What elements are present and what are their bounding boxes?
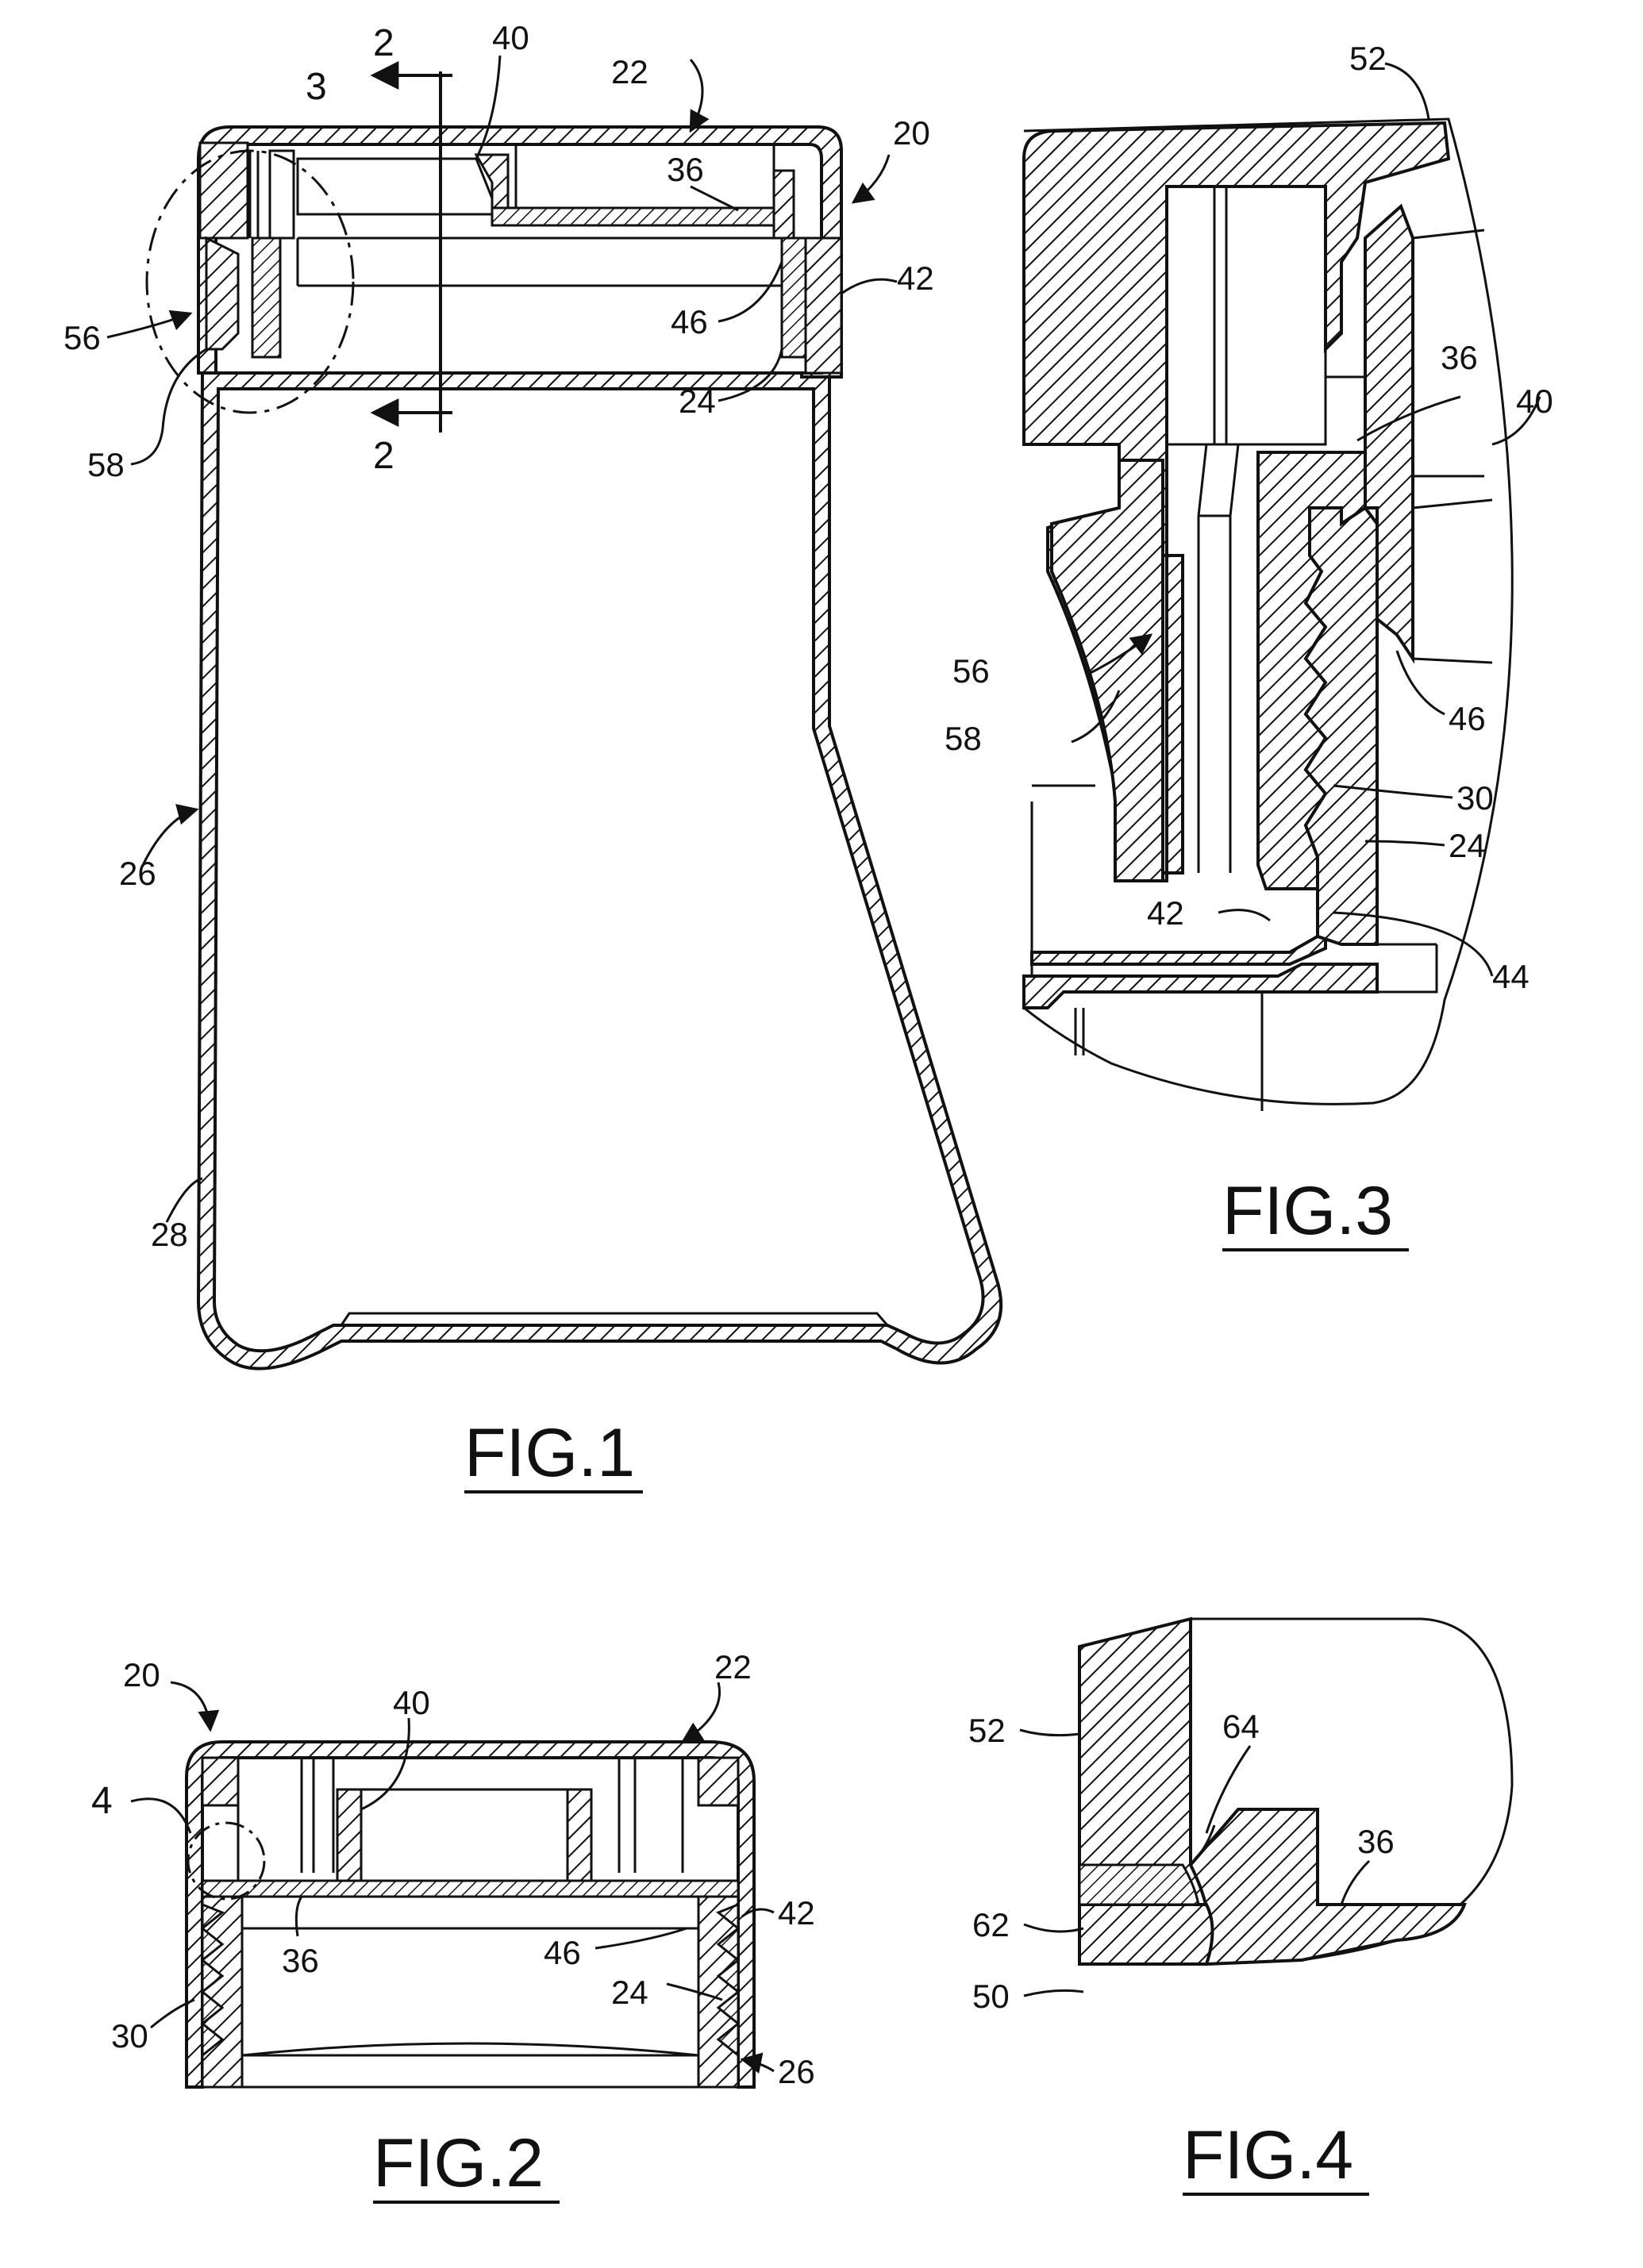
leader-36 bbox=[1341, 1861, 1369, 1905]
label-44: 44 bbox=[1492, 958, 1529, 995]
channel-rect bbox=[1167, 186, 1326, 444]
cap-inner-verticals bbox=[516, 144, 774, 208]
cap-inner-right bbox=[698, 1758, 738, 1805]
label-section-2-bottom: 2 bbox=[373, 435, 394, 477]
disk-36 bbox=[492, 208, 778, 225]
leader-22 bbox=[691, 60, 702, 131]
cap-left-block bbox=[200, 143, 248, 238]
cap-inner-left bbox=[202, 1758, 238, 1805]
cap-22 bbox=[187, 1742, 754, 2087]
channel-lower bbox=[1199, 444, 1238, 873]
label-26: 26 bbox=[778, 2053, 815, 2090]
base-50 bbox=[1079, 1905, 1213, 1964]
label-26: 26 bbox=[119, 855, 156, 892]
lug-58-body bbox=[1052, 460, 1163, 881]
label-36: 36 bbox=[282, 1942, 319, 1979]
label-30: 30 bbox=[1456, 779, 1494, 817]
leader-46 bbox=[595, 1928, 687, 1948]
cup-40-left-wall bbox=[337, 1789, 361, 1881]
figure-4: 52 64 62 36 50 FIG.4 bbox=[968, 1619, 1512, 2194]
leader-46 bbox=[718, 262, 782, 321]
label-46: 46 bbox=[544, 1934, 581, 1971]
lug-56 bbox=[206, 238, 238, 349]
label-24: 24 bbox=[611, 1974, 648, 2011]
leader-20 bbox=[853, 155, 889, 202]
figure-1: 2 2 3 40 22 20 36 42 46 24 56 58 26 28 F… bbox=[63, 19, 1001, 1492]
liner-band bbox=[298, 238, 782, 286]
neck-threads-right bbox=[782, 238, 806, 357]
label-36: 36 bbox=[1441, 339, 1478, 376]
label-24: 24 bbox=[679, 382, 716, 420]
figure-3: 52 36 40 56 58 46 30 24 42 44 FIG.3 bbox=[945, 40, 1553, 1250]
shoulder-62 bbox=[1079, 1865, 1199, 1905]
label-50: 50 bbox=[972, 1978, 1010, 2015]
leader-36 bbox=[296, 1897, 302, 1936]
caption-fig1: FIG.1 bbox=[464, 1415, 635, 1491]
caption-fig3: FIG.3 bbox=[1222, 1173, 1393, 1249]
label-24: 24 bbox=[1449, 827, 1486, 864]
cap-inner-lines-left bbox=[238, 1758, 333, 1889]
skirt-left bbox=[202, 1897, 242, 2087]
neck-threads-left bbox=[252, 238, 280, 357]
caption-fig4: FIG.4 bbox=[1183, 2117, 1353, 2193]
label-42: 42 bbox=[897, 259, 934, 297]
label-56: 56 bbox=[952, 652, 990, 690]
label-detail-3: 3 bbox=[306, 66, 327, 108]
cup-40-outline bbox=[298, 159, 492, 214]
label-30: 30 bbox=[111, 2017, 148, 2055]
disk-36 bbox=[1191, 1809, 1464, 1964]
label-52: 52 bbox=[968, 1712, 1006, 1749]
leader-42 bbox=[1218, 910, 1270, 921]
label-22: 22 bbox=[714, 1648, 752, 1686]
label-40: 40 bbox=[393, 1684, 430, 1721]
leader-50 bbox=[1024, 1990, 1083, 1996]
label-40: 40 bbox=[492, 19, 529, 56]
label-section-2-top: 2 bbox=[373, 22, 394, 64]
cup-lines bbox=[361, 1758, 683, 1881]
label-62: 62 bbox=[972, 1906, 1010, 1943]
label-64: 64 bbox=[1222, 1708, 1260, 1745]
leader-40 bbox=[361, 1718, 409, 1809]
cup-40-wall bbox=[476, 155, 508, 214]
label-46: 46 bbox=[1449, 700, 1486, 737]
label-22: 22 bbox=[611, 53, 648, 90]
cap-right-lug bbox=[774, 171, 794, 238]
disk-36 bbox=[202, 1881, 738, 1897]
label-4: 4 bbox=[91, 1780, 113, 1822]
leader-42 bbox=[841, 279, 897, 294]
caption-fig2: FIG.2 bbox=[373, 2125, 544, 2201]
leader-56 bbox=[107, 313, 190, 337]
cap-inner-wall-left bbox=[270, 151, 294, 238]
label-42: 42 bbox=[778, 1894, 815, 1932]
label-58: 58 bbox=[87, 446, 125, 483]
leader-52 bbox=[1385, 63, 1429, 119]
label-58: 58 bbox=[945, 720, 982, 757]
leader-4 bbox=[131, 1799, 190, 1833]
label-20: 20 bbox=[123, 1656, 160, 1693]
leader-20 bbox=[171, 1682, 210, 1730]
label-46: 46 bbox=[671, 303, 708, 340]
label-40: 40 bbox=[1516, 382, 1553, 420]
label-28: 28 bbox=[151, 1216, 188, 1253]
leader-22 bbox=[683, 1682, 720, 1742]
cup-40-right-wall bbox=[568, 1789, 591, 1881]
label-52: 52 bbox=[1349, 40, 1387, 77]
base-inner-line bbox=[341, 1313, 887, 1325]
label-56: 56 bbox=[63, 319, 101, 356]
container-body-26 bbox=[198, 373, 1001, 1369]
leader-58 bbox=[131, 349, 206, 464]
label-20: 20 bbox=[893, 114, 930, 152]
skirt-right bbox=[698, 1897, 738, 2087]
leader-62 bbox=[1024, 1924, 1083, 1932]
leader-52 bbox=[1020, 1730, 1079, 1736]
label-36: 36 bbox=[667, 151, 704, 188]
base-flange bbox=[1024, 964, 1377, 1008]
neck-interior-lines bbox=[206, 1897, 742, 2087]
label-42: 42 bbox=[1147, 894, 1184, 932]
figure-2: 20 40 22 4 36 46 42 24 26 30 FIG.2 bbox=[91, 1648, 815, 2202]
cap-skirt-right bbox=[806, 238, 841, 373]
label-36: 36 bbox=[1357, 1823, 1395, 1860]
